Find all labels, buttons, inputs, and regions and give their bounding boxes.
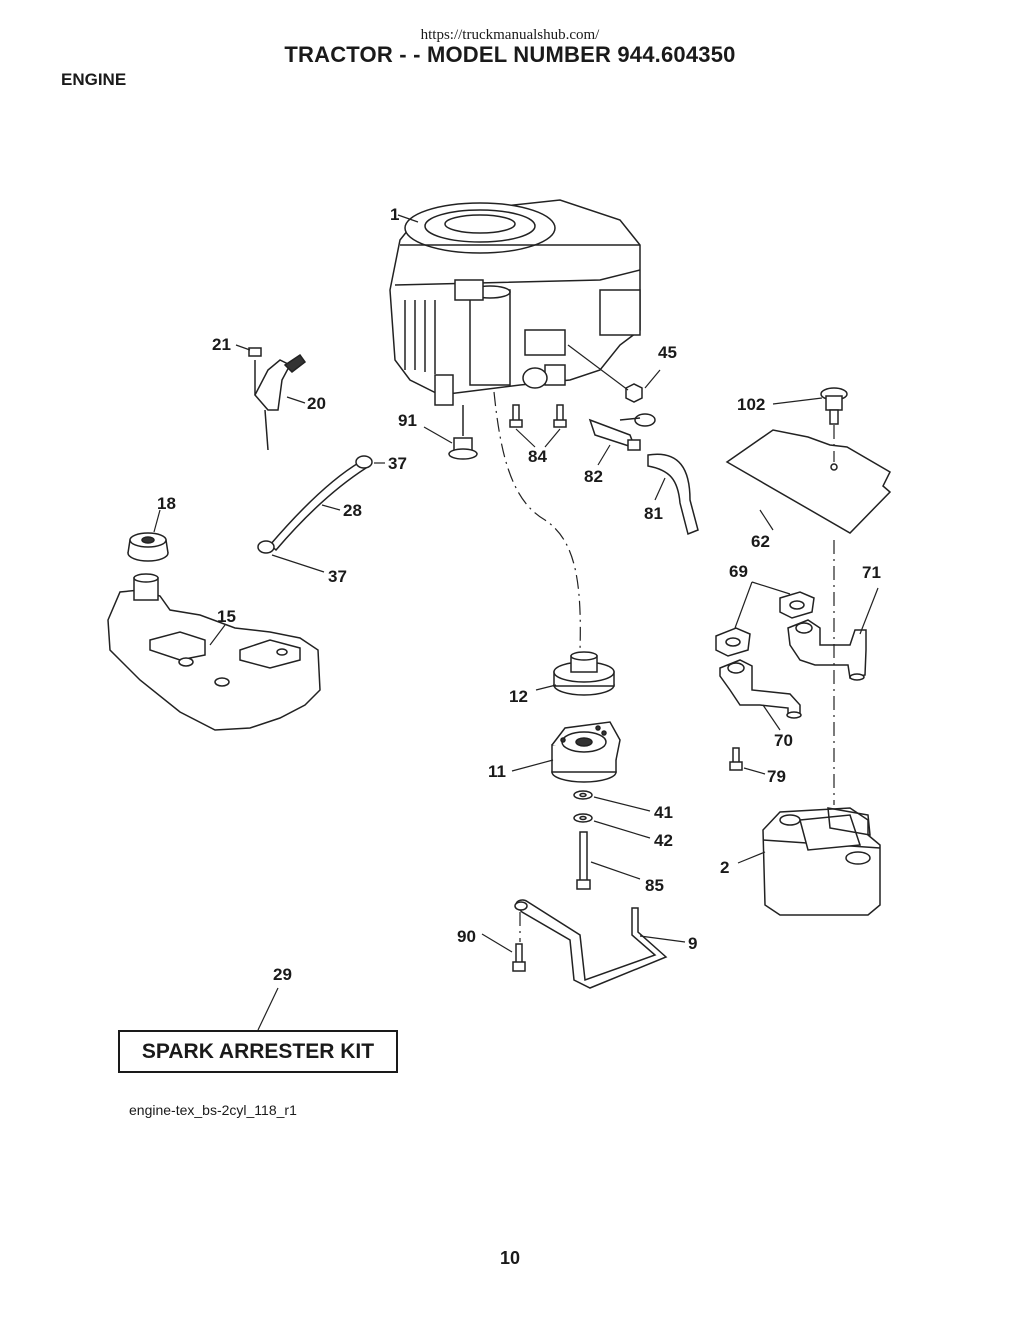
callout-21: 21 <box>212 335 231 354</box>
callout-37-bottom: 37 <box>328 567 347 586</box>
callout-37-top: 37 <box>388 454 407 473</box>
callout-29: 29 <box>273 965 292 984</box>
callout-90: 90 <box>457 927 476 946</box>
callout-11: 11 <box>488 762 506 781</box>
nut-part <box>625 383 643 403</box>
pulley-part <box>553 651 615 696</box>
callout-70: 70 <box>774 731 793 750</box>
fuel-tank-part <box>107 573 321 731</box>
spacer-part <box>448 405 478 460</box>
exhaust-pipe-right-part <box>787 619 867 681</box>
section-heading: ENGINE <box>61 70 127 89</box>
callout-20: 20 <box>307 394 326 413</box>
callout-12: 12 <box>509 687 528 706</box>
page-title: TRACTOR - - MODEL NUMBER 944.604350 <box>284 42 736 67</box>
mounting-bolt-part <box>509 404 567 428</box>
fuel-line-part <box>257 455 373 554</box>
callout-28: 28 <box>343 501 362 520</box>
callout-69: 69 <box>729 562 748 581</box>
exhaust-gasket-part <box>715 591 815 657</box>
engine-part <box>389 199 641 406</box>
bracket-bolt-part <box>512 943 526 972</box>
callout-2: 2 <box>720 858 729 877</box>
callout-71: 71 <box>862 563 881 582</box>
callout-85: 85 <box>645 876 664 895</box>
callout-81: 81 <box>644 504 663 523</box>
callout-41: 41 <box>654 803 673 822</box>
fuel-cap-part <box>127 532 169 562</box>
callout-15: 15 <box>217 607 236 626</box>
callout-91: 91 <box>398 411 417 430</box>
callout-9: 9 <box>688 934 697 953</box>
callout-62: 62 <box>751 532 770 551</box>
throttle-control-part <box>248 347 307 451</box>
oil-drain-valve-part <box>588 413 656 451</box>
muffler-screw-part <box>729 747 743 771</box>
callout-84: 84 <box>528 447 547 466</box>
callout-45: 45 <box>658 343 677 362</box>
pto-clutch-part <box>551 721 621 783</box>
diagram-filename: engine-tex_bs-2cyl_118_r1 <box>129 1102 297 1118</box>
callout-18: 18 <box>157 494 176 513</box>
clutch-bolt-part <box>576 831 591 890</box>
source-url: https://truckmanualshub.com/ <box>420 27 600 43</box>
muffler-part <box>762 807 881 916</box>
washer-part <box>573 790 593 823</box>
heat-shield-part <box>725 429 892 534</box>
callout-79: 79 <box>767 767 786 786</box>
exhaust-pipe-left-part <box>719 659 802 719</box>
callout-102: 102 <box>737 395 765 414</box>
spark-arrester-kit-box: SPARK ARRESTER KIT <box>118 1030 398 1073</box>
drain-hose-part <box>647 453 699 536</box>
callout-1: 1 <box>390 205 399 224</box>
callout-42: 42 <box>654 831 673 850</box>
callout-82: 82 <box>584 467 603 486</box>
knob-part <box>820 387 848 425</box>
page-number: 10 <box>499 1248 521 1268</box>
bracket-part <box>514 899 668 989</box>
